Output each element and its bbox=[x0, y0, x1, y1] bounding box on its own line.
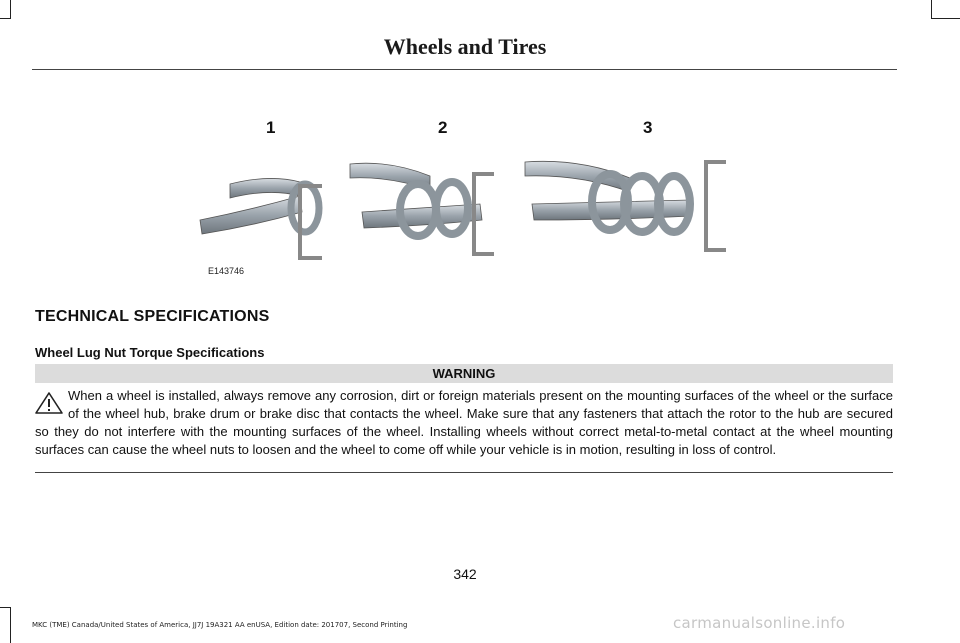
figure-label-2: 2 bbox=[438, 118, 448, 137]
crop-mark-top-left-v bbox=[10, 0, 11, 18]
watermark: carmanualsonline.info bbox=[673, 614, 846, 632]
header-divider bbox=[32, 69, 897, 70]
warning-bottom-rule bbox=[35, 472, 893, 473]
crop-mark-top-right-h bbox=[931, 18, 960, 19]
clip-3-image bbox=[524, 160, 726, 252]
figure-code: E143746 bbox=[208, 266, 245, 276]
warning-body: When a wheel is installed, always remove… bbox=[35, 387, 893, 459]
crop-mark-bottom-left-v bbox=[10, 607, 11, 643]
subsection-title: Wheel Lug Nut Torque Specifications bbox=[35, 345, 265, 360]
page-number: 342 bbox=[453, 566, 477, 582]
figure-label-1: 1 bbox=[266, 118, 276, 137]
crop-mark-bottom-left-h bbox=[0, 607, 11, 608]
footer-edition-info: MKC (TME) Canada/United States of Americ… bbox=[32, 621, 408, 629]
section-title: TECHNICAL SPECIFICATIONS bbox=[35, 308, 270, 325]
warning-text: When a wheel is installed, always remove… bbox=[35, 388, 893, 457]
crop-mark-top-left-h bbox=[0, 18, 11, 19]
figure-label-3: 3 bbox=[643, 118, 653, 137]
clip-2-image bbox=[349, 162, 494, 256]
page-title: Wheels and Tires bbox=[383, 34, 547, 59]
warning-triangle-icon bbox=[35, 392, 63, 414]
warning-icon-gap bbox=[35, 387, 68, 417]
warning-heading: WARNING bbox=[35, 364, 893, 383]
clip-1-image bbox=[199, 178, 323, 260]
crop-mark-top-right-v bbox=[931, 0, 932, 18]
wheel-weight-illustration bbox=[199, 160, 726, 260]
